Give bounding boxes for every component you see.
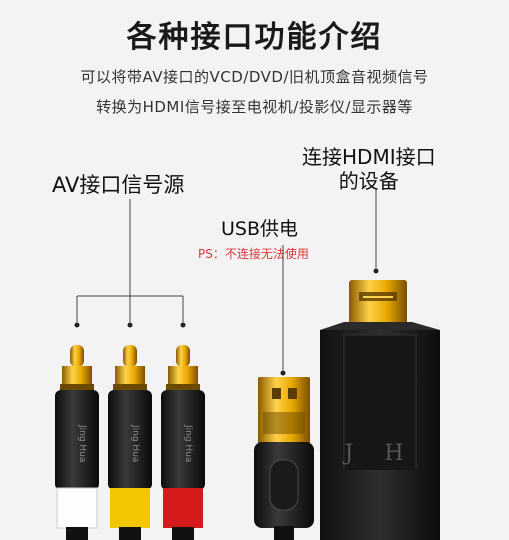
usb-power-label: USB供电 xyxy=(221,218,299,240)
rca-plug-white xyxy=(55,345,99,540)
bracket-dot xyxy=(180,322,186,328)
rca-brand-text: Jing Hua xyxy=(183,424,193,462)
hdmi-logo-text: J H xyxy=(343,441,416,466)
bracket-dot xyxy=(127,322,133,328)
hdmi-label-line-2: 的设备 xyxy=(338,169,399,193)
rca-brand-text: Jing Hua xyxy=(130,424,140,462)
description-line-2: 转换为HDMI信号接至电视机/投影仪/显示器等 xyxy=(96,98,413,116)
usb-plug xyxy=(254,377,314,540)
av-source-label: AV接口信号源 xyxy=(52,173,185,197)
hdmi-device-label: 连接HDMI接口 的设备 xyxy=(302,145,436,193)
ps-note: PS：不连接无法使用 xyxy=(198,247,309,261)
page-title: 各种接口功能介绍 xyxy=(126,20,383,55)
description-line-1: 可以将带AV接口的VCD/DVD/旧机顶盒音视频信号 xyxy=(80,68,429,86)
hdmi-pointer-dot xyxy=(373,268,379,274)
hdmi-plug xyxy=(320,280,440,540)
bracket-dot xyxy=(74,322,80,328)
rca-plug-red xyxy=(161,345,205,540)
rca-brand-text: Jing Hua xyxy=(77,424,87,462)
usb-pointer-dot xyxy=(280,370,286,376)
av-bracket xyxy=(76,199,184,322)
hdmi-label-line-1: 连接HDMI接口 xyxy=(302,145,436,169)
rca-plug-yellow xyxy=(108,345,152,540)
